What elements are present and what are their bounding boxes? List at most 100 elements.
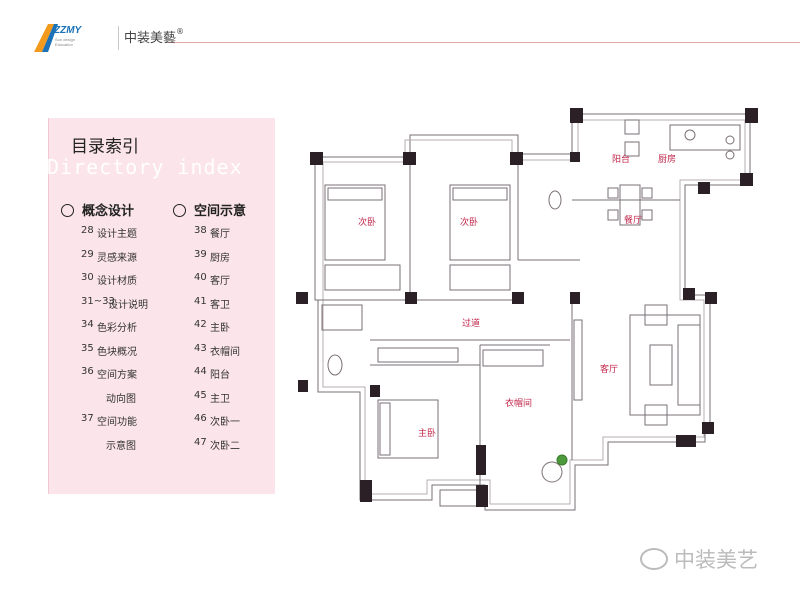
logo-mark-sub2: Education [55,42,73,47]
index-item-label: 空间方案 [97,370,137,381]
pillar [476,485,488,507]
balcony-tub [439,489,481,507]
space-illustration-heading: 空间示意 [173,200,246,219]
master-bed [377,399,439,459]
stove-1 [725,135,735,145]
concept-design-heading-text: 概念设计 [82,204,135,219]
pillar [570,108,583,123]
kitchen-counter [669,124,741,151]
index-item-number: 41 [194,295,207,307]
index-item-label: 空间功能 [97,417,137,428]
pillar [570,152,580,162]
room-label-corridor: 过道 [462,317,480,329]
bed-2a-pillow [327,187,383,201]
room-label-balcony: 阳台 [612,153,630,165]
room-label-bedroom2b: 次卧 [460,216,478,228]
dining-chair-3 [641,187,653,199]
dining-chair-4 [641,209,653,221]
room-label-bedroom2a: 次卧 [358,216,376,228]
concept-design-heading: 概念设计 [61,200,134,219]
registered-mark: ® [176,27,185,36]
index-item-number: 42 [194,319,207,330]
header-divider [168,42,800,43]
dining-chair-1 [607,187,619,199]
watermark: 中装美艺 [640,544,758,574]
circle-bullet-icon [173,204,186,217]
index-item-label: 主卫 [210,393,230,405]
index-item-label: 客厅 [210,276,230,287]
logo-brand-text: 中装美藝 [124,31,177,46]
index-item-label: 阳台 [210,370,230,381]
logo-mark-sub1: Sun design [55,37,75,42]
pillar [705,292,717,304]
armchair-2 [644,404,668,426]
closet-cabinet [482,349,544,367]
wechat-icon [640,548,668,570]
floor-plan: 次卧 次卧 阳台 厨房 餐厅 过道 客厅 主卧 衣帽间 [296,108,758,511]
index-item-label: 衣帽间 [210,346,240,358]
outer-wall-left [314,113,751,511]
hall-cabinet [377,347,459,363]
index-item-number: 40 [194,272,207,283]
index-item-number: 31~33 [81,295,115,307]
index-item-number: 38 [194,225,207,236]
index-item-label: 客卫 [210,299,230,311]
index-item-number: 34 [81,319,94,330]
pillar [512,292,524,304]
index-item-label: 主卧 [210,323,230,334]
index-item-number: 37 [81,413,94,424]
balcony-cabinet [624,119,640,135]
pillar [403,152,416,165]
room-label-closet: 衣帽间 [505,397,532,409]
pillar [405,292,417,304]
sofa [677,324,701,406]
tv-cabinet [573,319,583,401]
circle-bullet-icon [61,204,74,217]
room-label-dining: 餐厅 [624,214,642,226]
bed-2a [324,184,386,261]
index-item-number: 47 [194,436,207,448]
balcony-cabinet-2 [624,141,640,157]
pillar [298,380,308,392]
pillar [360,480,372,502]
master-toilet [548,190,562,210]
dining-table [619,184,641,226]
index-item-label: 餐厅 [210,229,230,240]
index-item-label: 色彩分析 [97,323,137,334]
logo-brand: 中装美藝® [124,27,184,46]
coffee-table [649,344,673,386]
index-item-label: 次卧二 [210,440,240,452]
master-bed-pillow [379,402,391,456]
wardrobe-2b [449,264,511,291]
logo: ZZMY Sun design Education 中装美藝® [30,18,190,54]
index-item-label: 设计材质 [97,276,137,287]
index-item-label: 次卧一 [210,417,240,428]
bed-2b [449,184,511,261]
index-item-number: 35 [81,342,94,354]
armchair-1 [644,304,668,326]
index-item-number: 36 [81,366,94,377]
room-label-kitchen: 厨房 [658,153,676,165]
toilet [327,354,343,376]
pillar [570,292,580,304]
index-item-number: 43 [194,342,207,354]
bed-2b-pillow [452,187,508,201]
index-title: 目录索引 [71,137,139,157]
pillar [740,173,753,186]
index-item-number: 28 [81,225,94,236]
pillar [476,445,486,475]
closet-stool [541,461,563,483]
index-item-number: 45 [194,389,207,401]
pillar [370,385,380,397]
index-subtitle: Directory index [47,155,243,179]
logo-separator [118,26,119,50]
index-item-label: 设计主题 [97,229,137,240]
index-item-label: 示意图 [106,440,136,452]
pillar [683,288,695,300]
watermark-text: 中装美艺 [674,548,758,572]
wardrobe-2a [324,264,401,291]
logo-mark-text: ZZMY [53,25,83,36]
pillar [310,152,323,165]
room-label-living: 客厅 [600,363,618,375]
index-item-label: 灵感来源 [97,252,137,264]
